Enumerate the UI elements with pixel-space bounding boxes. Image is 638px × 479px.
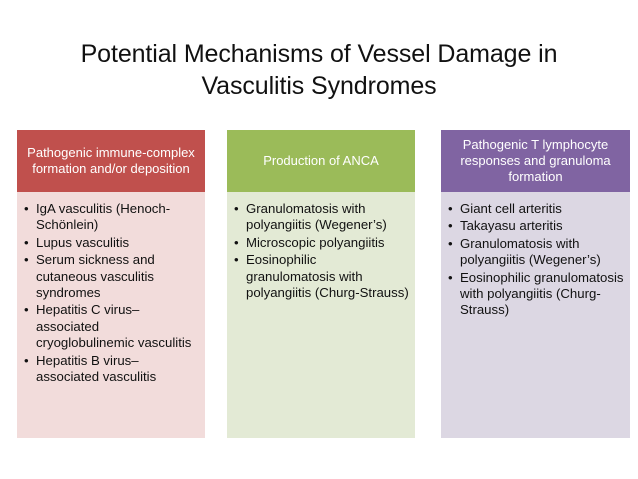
list-item-label: Granulomatosis with polyangiitis (Wegene… — [460, 235, 601, 268]
list-item: • Hepatitis C virus–associated cryoglobul… — [21, 302, 199, 351]
list-item-label: Eosinophilic granulomatosis with polyang… — [460, 269, 624, 318]
bullet-icon: • — [24, 201, 29, 216]
disease-list-t-lymphocyte: • Giant cell arteritis • Takayasu arteriti… — [445, 201, 624, 319]
disease-list-immune-complex: • IgA vasculitis (Henoch-Schönlein) • Lupu… — [21, 201, 199, 385]
bullet-icon: • — [448, 218, 453, 234]
bullet-icon: • — [24, 352, 29, 368]
bullet-icon: • — [24, 302, 29, 318]
bullet-icon: • — [448, 269, 453, 285]
list-item: • Takayasu arteritis — [445, 218, 624, 234]
bullet-icon: • — [448, 201, 453, 216]
list-item: • Eosinophilic granulomatosis with polyan… — [231, 252, 409, 301]
column-header-immune-complex: Pathogenic immune-complex formation and/… — [17, 130, 205, 192]
list-item: • Serum sickness and cutaneous vasculitis… — [21, 252, 199, 301]
list-item: • Granulomatosis with polyangiitis (Wegen… — [445, 236, 624, 269]
bullet-icon: • — [234, 201, 239, 216]
column-body-t-lymphocyte: • Giant cell arteritis • Takayasu arteriti… — [441, 192, 630, 438]
bullet-icon: • — [24, 234, 29, 250]
bullet-icon: • — [24, 252, 29, 268]
column-body-immune-complex: • IgA vasculitis (Henoch-Schönlein) • Lupu… — [17, 192, 205, 438]
mechanism-column-anca: Production of ANCA • Granulomatosis with … — [227, 130, 415, 438]
list-item-label: Giant cell arteritis — [460, 201, 562, 216]
list-item: • Hepatitis B virus–associated vasculitis — [21, 353, 199, 386]
list-item-label: Granulomatosis with polyangiitis (Wegene… — [246, 201, 387, 233]
bullet-icon: • — [234, 234, 239, 250]
page-title: Potential Mechanisms of Vessel Damage in… — [80, 40, 558, 100]
mechanism-column-immune-complex: Pathogenic immune-complex formation and/… — [17, 130, 205, 438]
bullet-icon: • — [234, 252, 239, 268]
list-item-label: Eosinophilic granulomatosis with polyang… — [246, 252, 409, 301]
list-item-label: Lupus vasculitis — [36, 234, 130, 250]
list-item: • Lupus vasculitis — [21, 235, 199, 251]
list-item: • Microscopic polyangiitis — [231, 235, 409, 251]
column-header-t-lymphocyte: Pathogenic T lymphocyte responses and gr… — [441, 130, 630, 192]
list-item-label: Hepatitis B virus–associated vasculitis — [36, 352, 157, 385]
disease-list-anca: • Granulomatosis with polyangiitis (Wegen… — [231, 201, 409, 301]
column-body-anca: • Granulomatosis with polyangiitis (Wegen… — [227, 192, 415, 438]
column-header-anca: Production of ANCA — [227, 130, 415, 192]
list-item: • Granulomatosis with polyangiitis (Wegen… — [231, 201, 409, 234]
list-item-label: Microscopic polyangiitis — [246, 234, 385, 250]
list-item: • Eosinophilic granulomatosis with polyan… — [445, 270, 624, 319]
list-item-label: Serum sickness and cutaneous vasculitis … — [36, 252, 155, 301]
mechanism-column-t-lymphocyte: Pathogenic T lymphocyte responses and gr… — [441, 130, 630, 438]
list-item-label: Takayasu arteritis — [460, 218, 563, 234]
list-item: • IgA vasculitis (Henoch-Schönlein) — [21, 201, 199, 234]
list-item-label: Hepatitis C virus–associated cryoglobuli… — [36, 302, 192, 351]
list-item: • Giant cell arteritis — [445, 201, 624, 217]
bullet-icon: • — [448, 235, 453, 251]
list-item-label: IgA vasculitis (Henoch-Schönlein) — [36, 201, 171, 233]
